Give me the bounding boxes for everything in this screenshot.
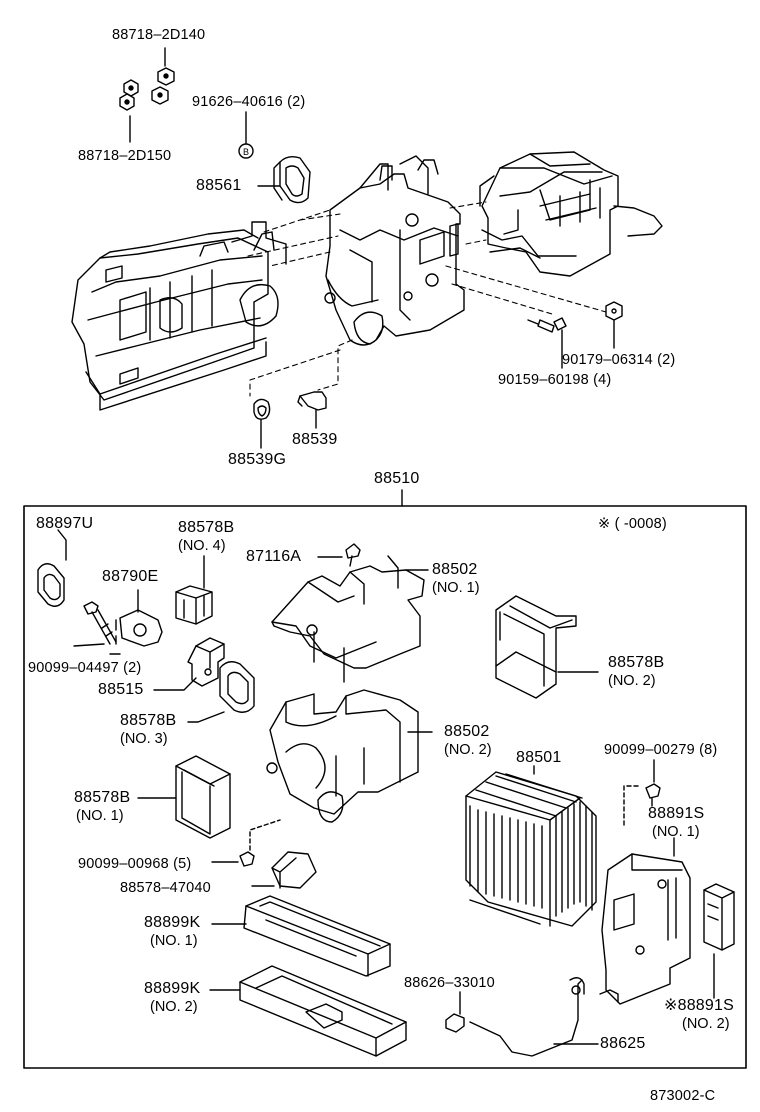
label-88501: 88501 <box>516 749 562 766</box>
label-90099-04497: 90099–04497 (2) <box>28 660 142 676</box>
wire-88625-icon <box>469 977 585 1057</box>
label-90159-60198: 90159–60198 (4) <box>498 372 612 388</box>
label-88899k-no1-sub: (NO. 1) <box>150 933 198 949</box>
label-88578b-no3-sub: (NO. 3) <box>120 731 168 747</box>
label-88899k-no2-sub: (NO. 2) <box>150 999 198 1015</box>
label-90099-00279: 90099–00279 (8) <box>604 742 718 758</box>
evaporator-88501-icon <box>465 771 597 927</box>
grommet-88539g-icon <box>253 398 271 420</box>
tray-88899k-no1-icon <box>243 895 391 977</box>
label-88578b-no1: 88578B <box>74 789 131 806</box>
seal-88897u-icon <box>37 563 65 607</box>
label-88899k-no1: 88899K <box>144 914 201 931</box>
label-88502-no2-sub: (NO. 2) <box>444 742 492 758</box>
label-88891s-no2-sub: (NO. 2) <box>682 1016 730 1032</box>
label-88891s-no2: ※88891S <box>664 997 734 1014</box>
label-88578b-no2: 88578B <box>608 654 665 671</box>
seal-88578b-no2-icon <box>495 595 577 699</box>
label-88897u: 88897U <box>36 515 94 532</box>
nut-90179-icon <box>605 301 623 321</box>
bolt-90099-04497-icon <box>83 601 117 645</box>
label-87116a: 87116A <box>246 548 302 565</box>
label-88515: 88515 <box>98 681 144 698</box>
label-88578b-no2-sub: (NO. 2) <box>608 673 656 689</box>
sensor-88891s-no2-icon <box>703 883 735 951</box>
seal-88578b-no3-icon <box>219 661 255 713</box>
heater-case-icon <box>71 221 287 411</box>
pad-88578-47040-icon <box>271 851 317 889</box>
svg-text:B: B <box>243 147 249 157</box>
clip-87116a-icon <box>345 543 361 567</box>
label-88626-33010: 88626–33010 <box>404 975 495 991</box>
label-88891s-no1: 88891S <box>648 805 705 822</box>
clip-88626-icon <box>445 1013 465 1033</box>
bolt-90159-icon <box>527 317 567 333</box>
switch-88539-icon <box>297 391 327 411</box>
seal-88561-icon <box>273 155 311 204</box>
screw-90099-00279-icon <box>645 783 661 807</box>
label-88502-no1-sub: (NO. 1) <box>432 580 480 596</box>
label-88578-47040: 88578–47040 <box>120 880 211 896</box>
label-90099-00968: 90099–00968 (5) <box>78 856 192 872</box>
label-88561: 88561 <box>196 177 242 194</box>
label-88539g: 88539G <box>228 451 287 468</box>
bracket-88790e-icon <box>115 609 163 647</box>
label-90179-06314: 90179–06314 (2) <box>562 352 676 368</box>
label-88899k-no2: 88899K <box>144 980 201 997</box>
bracket-88891s-no1-icon <box>599 853 691 1005</box>
label-88625: 88625 <box>600 1035 646 1052</box>
label-91626-40616: 91626–40616 (2) <box>192 94 306 110</box>
seal-88578b-no1-icon <box>175 755 231 839</box>
label-88578b-no1-sub: (NO. 1) <box>76 808 124 824</box>
label-note-range: ※ ( -0008) <box>598 516 667 532</box>
label-88578b-no4: 88578B <box>178 519 235 536</box>
label-88718-2d140: 88718–2D140 <box>112 27 206 43</box>
case-88502-no2-icon <box>266 689 419 823</box>
diagram-code: 873002-C <box>650 1088 716 1104</box>
label-88578b-no4-sub: (NO. 4) <box>178 538 226 554</box>
seal-88578b-no4-icon <box>175 585 213 625</box>
blower-case-icon <box>324 155 465 346</box>
label-88539: 88539 <box>292 431 338 448</box>
case-88502-no1-icon <box>271 555 425 683</box>
clip-88718-icon <box>119 67 175 111</box>
label-88578b-no3: 88578B <box>120 712 177 729</box>
label-88502-no2: 88502 <box>444 723 490 740</box>
blower-housing-icon <box>479 151 663 277</box>
label-88891s-no1-sub: (NO. 1) <box>652 824 700 840</box>
label-88718-2d150: 88718–2D150 <box>78 148 172 164</box>
label-88502-no1: 88502 <box>432 561 478 578</box>
screw-90099-00968-icon <box>239 851 255 867</box>
valve-88515-icon <box>187 637 225 687</box>
label-88790e: 88790E <box>102 568 159 585</box>
tray-88899k-no2-icon <box>239 965 407 1057</box>
label-88510-assembly: 88510 <box>374 470 420 487</box>
